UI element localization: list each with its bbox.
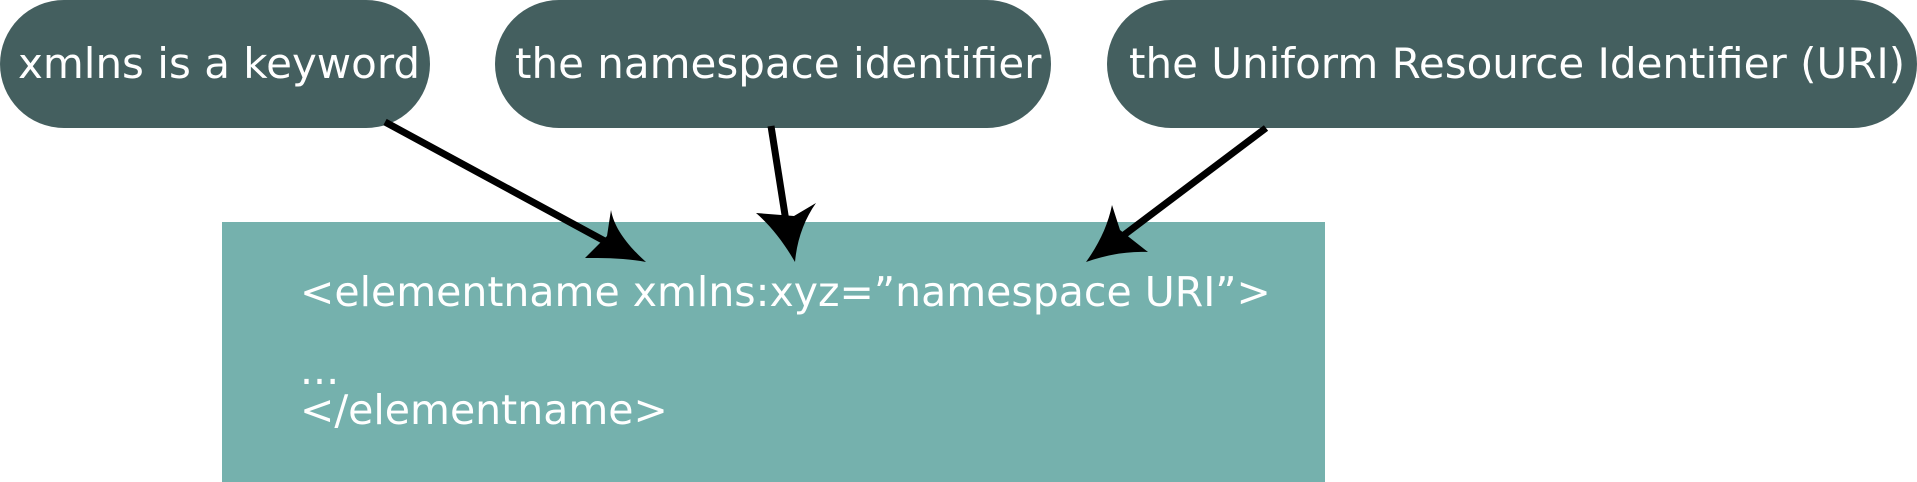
label-uri-text: the Uniform Resource Identifier (URI) — [1129, 39, 1906, 88]
label-uri: the Uniform Resource Identifier (URI) — [1107, 0, 1917, 128]
label-xmlns-keyword-text: xmlns is a keyword — [18, 39, 421, 88]
label-namespace-identifier-text: the namespace identifier — [515, 39, 1042, 88]
label-xmlns-keyword: xmlns is a keyword — [0, 0, 430, 128]
code-line-close-tag: </elementname> — [300, 386, 668, 434]
code-example-box: <elementname xmlns:xyz=”namespace URI”> … — [222, 222, 1325, 482]
code-line-open-tag: <elementname xmlns:xyz=”namespace URI”> — [300, 268, 1271, 316]
label-namespace-identifier: the namespace identifier — [495, 0, 1051, 128]
code-line-ellipsis: ... — [300, 346, 340, 394]
